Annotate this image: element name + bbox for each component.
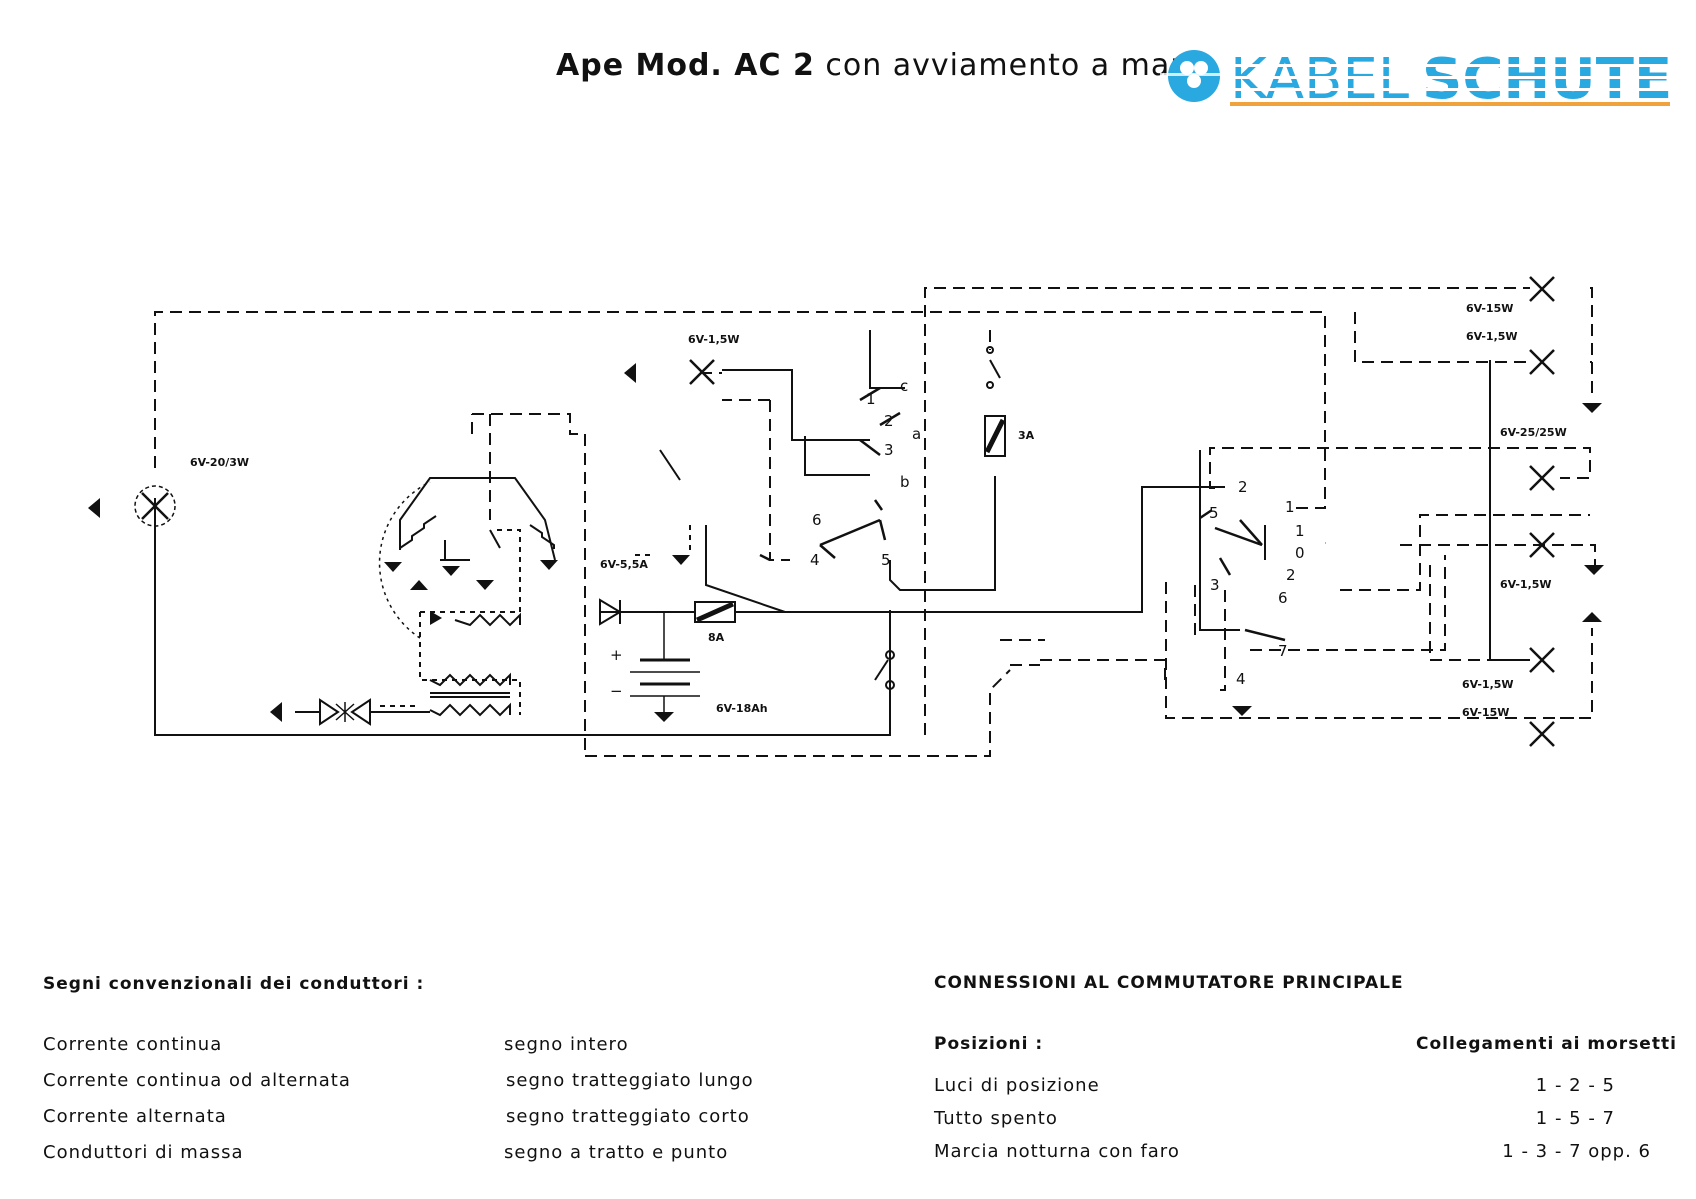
lbl-plus: + [610,646,623,664]
lbl-lamp-dash: 6V-1,5W [688,333,740,346]
ground-symbols [88,363,1604,722]
lbl-minus: − [610,682,623,700]
svg-text:2: 2 [1286,566,1296,584]
svg-text:c: c [900,377,908,395]
diagram-labels: 6V-20/3W 6V-1,5W 6V-15W 6V-1,5W 6V-25/25… [190,302,1567,719]
lbl-fuse-3a: 3A [1018,429,1035,442]
svg-text:2: 2 [1238,478,1248,496]
connection-position-1: Luci di posizione [934,1075,1100,1096]
lbl-lamp-tail: 6V-20/3W [190,456,249,469]
svg-text:4: 4 [1236,670,1246,688]
connection-terminals-3: 1 - 3 - 7 opp. 6 [1502,1141,1651,1162]
connection-position-3: Marcia notturna con faro [934,1141,1180,1162]
svg-text:6: 6 [812,511,822,529]
lbl-lamp-r-mid: 6V-1,5W [1500,578,1552,591]
connection-terminals-1: 1 - 2 - 5 [1535,1075,1615,1096]
svg-text:a: a [912,425,921,443]
legend-heading: Segni convenzionali dei conduttori : [43,974,425,994]
svg-text:0: 0 [1295,544,1305,562]
svg-text:3: 3 [1210,576,1220,594]
brand-logo: KABEL SCHUTE [1160,47,1670,112]
lbl-lamp-tr-2: 6V-1,5W [1466,330,1518,343]
svg-text:1: 1 [866,390,876,408]
lamp-symbols [134,276,1555,747]
logo-stripes [1230,64,1670,106]
page-title: Ape Mod. AC 2 con avviamento a mano [556,48,1210,83]
legend-label-3: Corrente alternata [43,1106,227,1127]
svg-text:b: b [900,473,910,491]
lbl-diode: 6V-5,5A [600,558,648,571]
svg-text:5: 5 [1209,504,1219,522]
connections-col-right: Collegamenti ai morsetti [1416,1034,1677,1054]
title-subtitle: con avviamento a mano [825,48,1210,83]
lbl-fuse-8a: 8A [708,631,725,644]
svg-text:1: 1 [1295,522,1305,540]
ac-short-dashed-wires [380,525,691,715]
legend-label-1: Corrente continua [43,1034,223,1055]
lbl-lamp-br-1: 6V-1,5W [1462,678,1514,691]
svg-text:2: 2 [884,412,894,430]
lbl-lamp-head: 6V-25/25W [1500,426,1567,439]
connections-heading: CONNESSIONI AL COMMUTATORE PRINCIPALE [934,973,1404,993]
svg-text:3: 3 [884,441,894,459]
components [295,346,1006,726]
brand-left-text: KABEL [1230,47,1409,112]
light-switch-left [759,386,901,562]
svg-text:4: 4 [810,551,820,569]
lbl-battery: 6V-18Ah [716,702,768,715]
dc-ac-dashed-wires [154,287,1596,757]
terminal-numbers-right: 2 5 1 1 0 2 3 6 7 4 [1209,478,1305,688]
svg-text:7: 7 [1278,642,1288,660]
magneto-generator [378,477,556,717]
legend-label-2: Corrente continua od alternata [43,1070,351,1091]
legend-value-1: segno intero [504,1034,629,1055]
connection-terminals-2: 1 - 5 - 7 [1535,1108,1615,1129]
legend-label-4: Conduttori di massa [43,1142,244,1163]
terminal-numbers-left: 1 2 3 c a b 6 4 5 [810,377,921,569]
legend-value-2: segno tratteggiato lungo [506,1070,754,1091]
logo-emblem-icon [1160,50,1228,102]
lbl-lamp-br-2: 6V-15W [1462,706,1509,719]
brand-right-text: SCHUTE [1422,47,1670,112]
connections-col-left: Posizioni : [934,1034,1044,1054]
legend-value-3: segno tratteggiato corto [506,1106,750,1127]
svg-text:1: 1 [1285,498,1295,516]
lbl-lamp-tr-1: 6V-15W [1466,302,1513,315]
main-commutator-switch [1199,508,1286,642]
connection-position-2: Tutto spento [934,1108,1058,1129]
svg-text:6: 6 [1278,589,1288,607]
legend-value-4: segno a tratto e punto [504,1142,729,1163]
svg-text:5: 5 [881,551,891,569]
title-model: Ape Mod. AC 2 [556,48,815,83]
